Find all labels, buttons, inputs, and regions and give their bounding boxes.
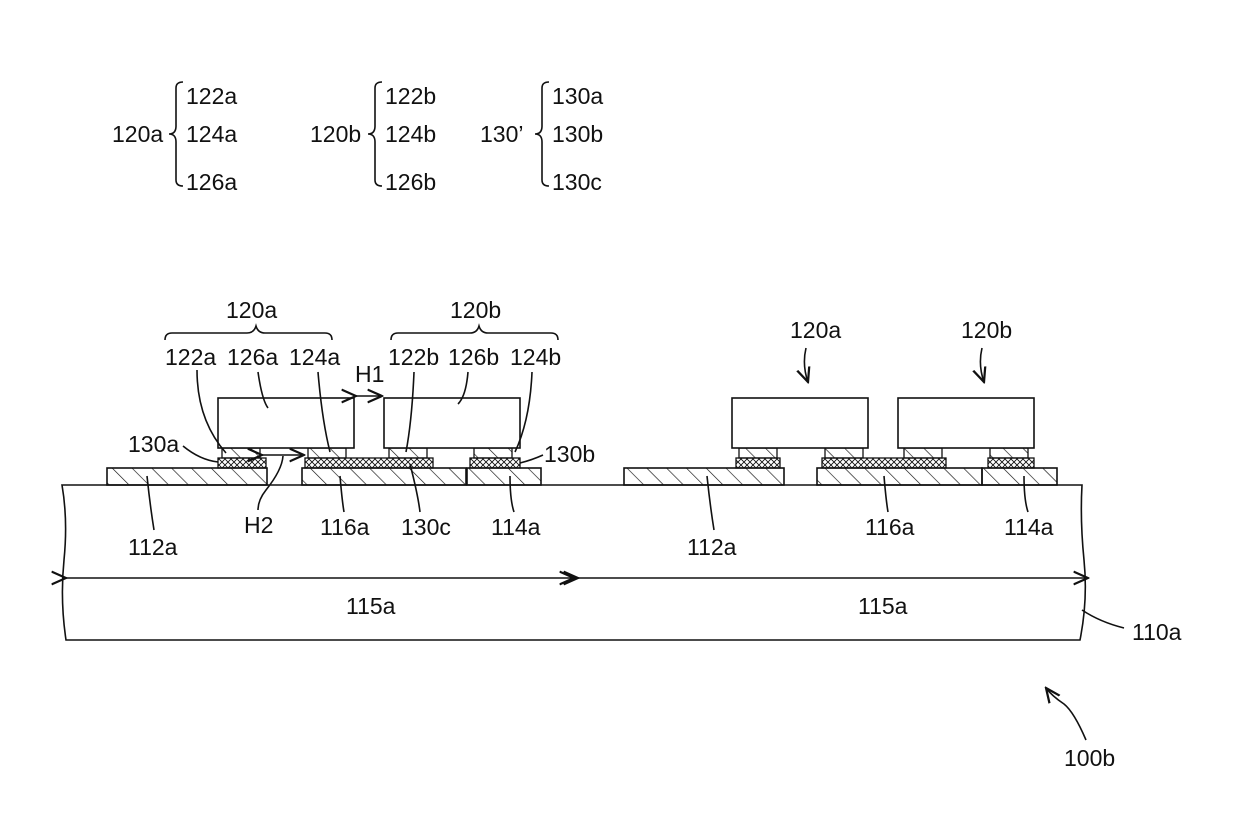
legend: 120a 122a 124a 126a 120b 122b 124b 126b … [112,82,603,195]
legend-group-name: 120a [112,121,163,147]
legend-item: 126a [186,169,237,195]
chip-120a [732,398,868,448]
label-112a: 112a [128,534,178,560]
brace-120b [391,326,558,340]
label-chip-120a: 120a [226,297,277,323]
chip-120b [898,398,1034,448]
bump-124a [308,448,346,458]
legend-group-name: 130’ [480,121,523,147]
legend-group-name: 120b [310,121,361,147]
pad-112a [624,468,784,485]
label-110a: 110a [1132,619,1182,645]
label-122a: 122a [165,344,216,370]
legend-item: 124a [186,121,237,147]
bump-124b [474,448,512,458]
bump-122a [222,448,260,458]
legend-item: 122b [385,83,436,109]
label-130a: 130a [128,431,179,457]
bump [904,448,942,458]
label-chip-120b: 120b [450,297,501,323]
bump-122b [389,448,427,458]
pad-116a [302,468,466,485]
label-100b: 100b [1064,745,1115,771]
legend-group-120a: 120a 122a 124a 126a [112,82,237,195]
legend-item: 130b [552,121,603,147]
label-124a: 124a [289,344,340,370]
label-126b: 126b [448,344,499,370]
label-116a: 116a [865,514,915,540]
conductor [988,458,1034,468]
label-h2: H2 [244,512,273,538]
conductor-130b [470,458,520,468]
chip-120b [384,398,520,448]
pad-114a [982,468,1057,485]
conductor [736,458,780,468]
substrate [62,485,1085,640]
pad-114a [467,468,541,485]
label-114a: 114a [1004,514,1054,540]
legend-item: 126b [385,169,436,195]
bump [990,448,1028,458]
label-124b: 124b [510,344,561,370]
arrow-100b [1046,688,1086,740]
label-122b: 122b [388,344,439,370]
pad-112a [107,468,267,485]
arrow-120b [980,348,984,382]
label-chip-120a: 120a [790,317,841,343]
bump [825,448,863,458]
conductor-130c [305,458,433,468]
chip-120a [218,398,354,448]
legend-item: 130c [552,169,602,195]
label-chip-120b: 120b [961,317,1012,343]
conductor-130a [218,458,266,468]
label-h1: H1 [355,361,384,387]
legend-group-130: 130’ 130a 130b 130c [480,82,603,195]
leader-130b [520,455,543,463]
legend-item: 130a [552,83,603,109]
leader-110a [1082,610,1124,628]
label-130c: 130c [401,514,451,540]
legend-brace [535,82,549,186]
label-115a: 115a [346,593,396,619]
label-130b: 130b [544,441,595,467]
legend-item: 122a [186,83,237,109]
legend-item: 124b [385,121,436,147]
leader-130a [183,446,218,462]
brace-120a [165,326,332,340]
pad-116a [817,468,982,485]
bump [739,448,777,458]
label-126a: 126a [227,344,278,370]
label-115a: 115a [858,593,908,619]
conductor [822,458,946,468]
label-112a: 112a [687,534,737,560]
substrate-body [62,485,1085,640]
label-114a: 114a [491,514,541,540]
legend-group-120b: 120b 122b 124b 126b [310,82,436,195]
arrow-120a [804,348,808,382]
legend-brace [169,82,183,186]
label-116a: 116a [320,514,370,540]
legend-brace [368,82,382,186]
